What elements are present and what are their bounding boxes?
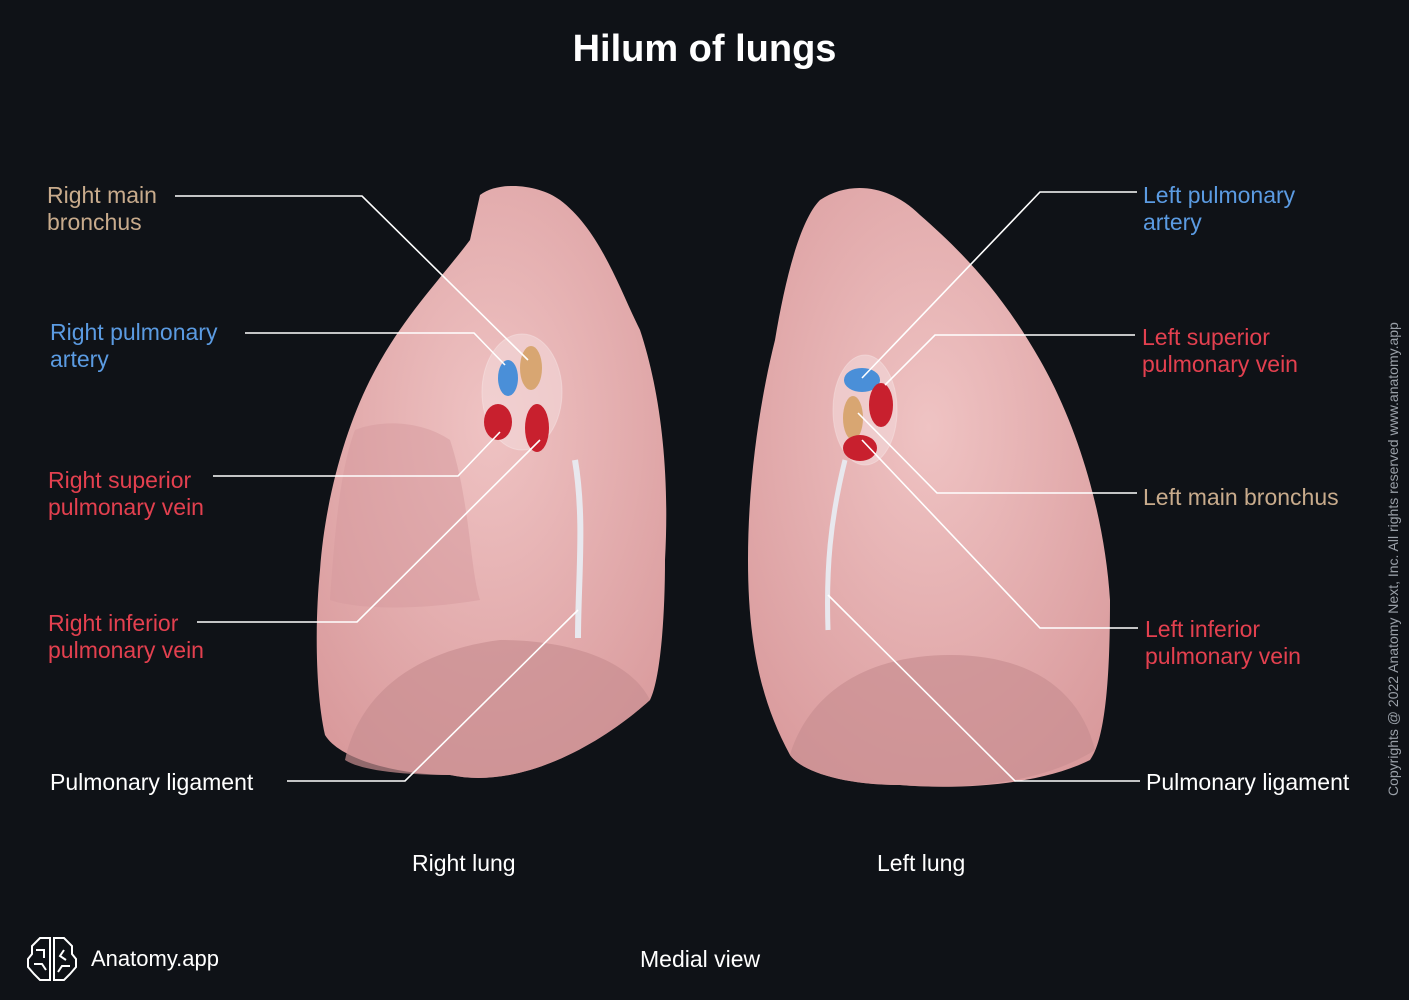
- label-line: Right superior: [48, 467, 192, 493]
- label-line: artery: [50, 346, 109, 372]
- caption-left-lung: Left lung: [877, 850, 966, 876]
- label-line: Right main: [47, 182, 157, 208]
- caption-right-lung: Right lung: [412, 850, 516, 876]
- label-left-pulmonary-ligament: Pulmonary ligament: [1146, 769, 1350, 795]
- label-line: Left superior: [1142, 324, 1270, 350]
- label-left-main-bronchus: Left main bronchus: [1143, 484, 1339, 510]
- right-lung: [316, 185, 667, 778]
- label-line: Left inferior: [1145, 616, 1261, 642]
- left-lung: [748, 188, 1110, 787]
- label-line: bronchus: [47, 209, 142, 235]
- label-right-pulmonary-ligament: Pulmonary ligament: [50, 769, 254, 795]
- label-line: Right pulmonary: [50, 319, 218, 345]
- copyright-text: Copyrights @ 2022 Anatomy Next, Inc. All…: [1385, 322, 1401, 796]
- brand-logo: [26, 934, 78, 989]
- label-line: Right inferior: [48, 610, 179, 636]
- caption-view: Medial view: [640, 946, 761, 972]
- leader-lines: [175, 191, 1140, 782]
- label-line: artery: [1143, 209, 1202, 235]
- brain-icon: [27, 937, 77, 981]
- label-line: pulmonary vein: [48, 494, 204, 520]
- page-title: Hilum of lungs: [572, 28, 837, 70]
- brand-name: Anatomy.app: [91, 946, 220, 971]
- label-line: Left pulmonary: [1143, 182, 1296, 208]
- label-line: pulmonary vein: [48, 637, 204, 663]
- label-line: pulmonary vein: [1142, 351, 1298, 377]
- label-line: pulmonary vein: [1145, 643, 1301, 669]
